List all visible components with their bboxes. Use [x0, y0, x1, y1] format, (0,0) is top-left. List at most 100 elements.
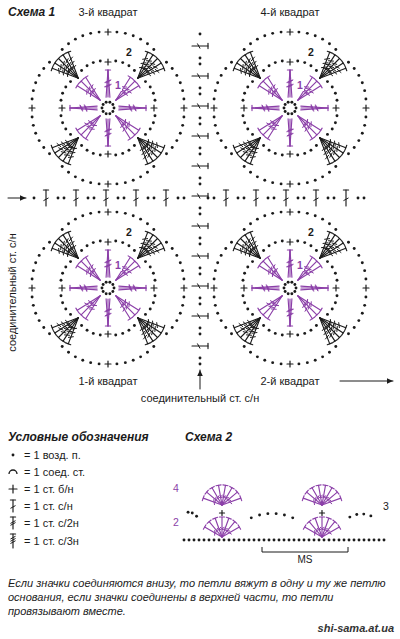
callout-number-holder: 1	[114, 79, 122, 92]
stitch-line	[207, 253, 208, 258]
stitch-line	[86, 269, 87, 274]
chain-dot	[281, 60, 284, 63]
chain-dot	[74, 218, 77, 221]
chain-dot	[38, 139, 41, 142]
stitch-line	[86, 116, 101, 139]
stitch-line	[183, 285, 184, 291]
stitch-line	[67, 331, 72, 332]
stitch-line	[325, 58, 330, 60]
stitch-line	[142, 151, 145, 155]
chain-dot	[218, 539, 221, 542]
chain-dot	[124, 32, 127, 35]
chain-dot	[132, 179, 135, 182]
stitch-line	[327, 343, 332, 345]
stitch-line	[207, 163, 208, 168]
chain-dot	[290, 101, 293, 104]
stitch-line	[156, 323, 158, 328]
stitch-line	[290, 70, 292, 97]
stitch-line	[126, 124, 127, 129]
chain-dot	[171, 326, 174, 329]
chain-dot	[275, 512, 278, 515]
stitch-line	[304, 266, 309, 267]
stitch-line	[285, 190, 286, 206]
chain-dot	[92, 241, 95, 244]
stitch-line	[334, 330, 335, 335]
chain-dot	[314, 214, 317, 217]
chain-dot	[243, 301, 246, 304]
chain-dot	[114, 154, 117, 157]
chain-dot	[181, 304, 184, 307]
stitch-line	[333, 71, 337, 74]
chain-dot	[216, 261, 219, 264]
stitch-line	[310, 486, 315, 489]
chain-dot	[199, 57, 202, 60]
stitch-line	[241, 138, 261, 158]
chain-dot	[115, 211, 118, 214]
stitch-line	[90, 92, 91, 97]
chain-dot	[61, 92, 64, 95]
stitch-line	[252, 106, 279, 108]
chain-dot	[146, 42, 149, 45]
stitch-line	[198, 44, 200, 48]
stitch-line	[314, 198, 318, 200]
stitch-line	[65, 154, 70, 155]
stitch-line	[128, 76, 132, 79]
stitch-line	[330, 327, 331, 332]
stitch-line	[70, 332, 75, 334]
stitch-line	[214, 530, 215, 535]
stitch-line	[326, 335, 329, 339]
chain-dot	[81, 34, 84, 37]
stitch-line	[239, 336, 243, 340]
chain-dot	[182, 98, 185, 101]
chain-dot	[288, 539, 291, 542]
chain-dot	[336, 99, 339, 102]
callout-number: 2	[125, 226, 133, 238]
stitch-line	[323, 242, 328, 244]
stitch-line	[253, 61, 256, 65]
stitch-line	[265, 76, 269, 79]
stitch-line	[198, 284, 200, 288]
chain-dot	[199, 177, 202, 180]
stitch-line	[246, 148, 251, 149]
stitch-line	[338, 336, 342, 340]
stitch-line	[250, 62, 252, 66]
stitch-line	[238, 525, 241, 530]
scheme-2	[183, 485, 386, 552]
chain-dot	[144, 80, 147, 83]
stitch-line	[327, 531, 331, 534]
chain-dot	[149, 266, 152, 269]
stitch-line	[268, 257, 283, 280]
stitch-line	[192, 225, 208, 226]
chain-dot	[93, 197, 96, 200]
chain-dot	[199, 183, 202, 186]
stitch-line	[287, 133, 291, 136]
chain-dot	[214, 124, 217, 127]
callout-number: 2	[307, 226, 315, 238]
chain-dot	[139, 355, 142, 358]
chain-dot	[268, 64, 271, 67]
chain-dot	[368, 539, 371, 542]
stitch-line	[213, 517, 218, 519]
stitch-line	[301, 288, 328, 290]
stitch-line	[198, 104, 200, 108]
stitch-line	[145, 163, 150, 165]
chain-dot	[114, 60, 117, 63]
chain-dot	[283, 539, 286, 542]
stitch-line	[12, 500, 13, 512]
chain-dot	[114, 334, 117, 337]
chain-dot	[199, 363, 202, 366]
stitch-line	[270, 87, 271, 92]
chain-dot	[334, 165, 337, 168]
chain-dot	[238, 539, 241, 542]
stitch-line	[144, 335, 147, 339]
chain-dot	[326, 313, 329, 316]
stitch-line	[68, 62, 70, 66]
stitch-line	[107, 181, 108, 187]
chain-dot	[213, 98, 216, 101]
stitch-line	[263, 116, 282, 135]
stitch-line	[329, 252, 333, 255]
stitch-line	[319, 485, 322, 505]
chain-dot	[220, 74, 223, 77]
stitch-line	[283, 189, 288, 190]
